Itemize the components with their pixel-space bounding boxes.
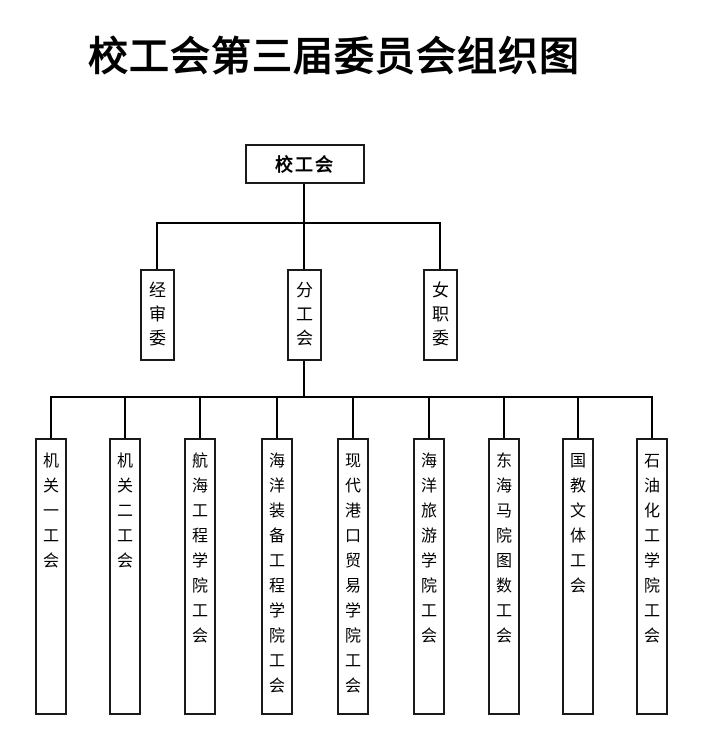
union-box-1: 机关一工会 <box>35 438 67 715</box>
level3-drop-line-7 <box>503 396 505 438</box>
level3-drop-line-9 <box>651 396 653 438</box>
level2-rail-line <box>156 222 441 224</box>
level3-drop-line-1 <box>50 396 52 438</box>
level2-box-women-committee: 女职委 <box>423 269 458 361</box>
level3-drop-line-6 <box>428 396 430 438</box>
level2-drop-line-branch <box>303 222 305 269</box>
level3-drop-line-8 <box>577 396 579 438</box>
union-box-6: 海洋旅游学院工会 <box>413 438 445 715</box>
union-box-2: 机关二工会 <box>109 438 141 715</box>
level2-drop-line-women <box>439 222 441 269</box>
page-title: 校工会第三届委员会组织图 <box>88 35 580 79</box>
level2-box-branch-unions: 分工会 <box>287 269 322 361</box>
union-box-3: 航海工程学院工会 <box>184 438 216 715</box>
level2-drop-line-audit <box>156 222 158 269</box>
level3-drop-line-5 <box>352 396 354 438</box>
level3-rail-line <box>50 396 653 398</box>
union-box-8: 国教文体工会 <box>562 438 594 715</box>
level3-drop-line-2 <box>124 396 126 438</box>
level3-drop-line-3 <box>199 396 201 438</box>
union-box-5: 现代港口贸易学院工会 <box>337 438 369 715</box>
branch-stem-line <box>303 361 305 398</box>
union-box-9: 石油化工学院工会 <box>636 438 668 715</box>
root-stem-line <box>303 184 305 224</box>
root-box: 校工会 <box>245 144 365 184</box>
union-box-7: 东海马院图数工会 <box>488 438 520 715</box>
level3-drop-line-4 <box>276 396 278 438</box>
union-box-4: 海洋装备工程学院工会 <box>261 438 293 715</box>
level2-box-audit-committee: 经审委 <box>140 269 175 361</box>
